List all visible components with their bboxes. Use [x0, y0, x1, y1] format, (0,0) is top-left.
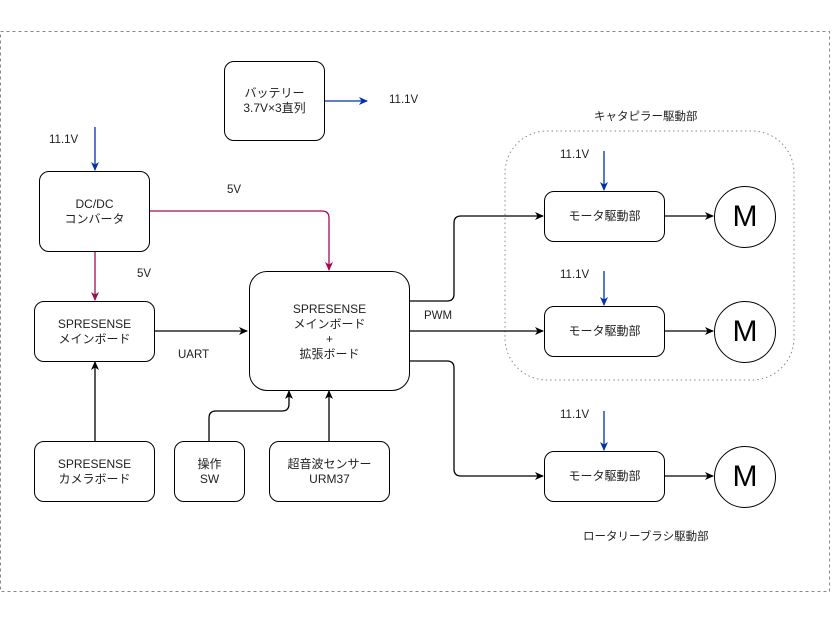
motor-3-label: M — [732, 460, 758, 493]
pwm-to-driver1-arrow — [409, 212, 544, 302]
dcdc-to-ext-arrow — [150, 210, 333, 271]
dcdc-to-main-label: 5V — [137, 268, 152, 280]
spresense-ext-line4: 拡張ボード — [299, 347, 360, 361]
battery-block[interactable]: バッテリー 3.7V×3直列 — [224, 61, 325, 141]
motor-1-label: M — [732, 200, 758, 233]
motor-driver-block-3[interactable]: モータ駆動部 — [544, 451, 665, 502]
switch-to-ext-arrow — [208, 390, 293, 441]
spresense-main-ext-block[interactable]: SPRESENSE メインボード + 拡張ボード — [249, 271, 410, 391]
spresense-camera-line1: SPRESENSE — [57, 456, 132, 471]
switch-line1: 操作 — [197, 456, 222, 471]
motor-driver-block-1[interactable]: モータ駆動部 — [544, 191, 665, 242]
ultrasonic-line2: URM37 — [309, 471, 350, 486]
caterpillar-group-label: キャタピラー駆動部 — [594, 111, 698, 123]
battery-label-line1: バッテリー — [244, 86, 305, 100]
driver3-power-label: 11.1V — [560, 409, 590, 421]
dcdc-to-ext-label: 5V — [227, 184, 242, 196]
outer-frame — [0, 31, 830, 592]
spresense-main-block[interactable]: SPRESENSE メインボード — [34, 301, 155, 362]
pwm-to-driver3-arrow — [409, 360, 544, 480]
dcdc-input-label: 11.1V — [49, 134, 79, 146]
spresense-main-line1: SPRESENSE — [57, 316, 132, 331]
battery-label-line2: 3.7V×3直列 — [243, 101, 306, 115]
spresense-camera-line2: カメラボード — [58, 471, 131, 486]
motor-driver-1-label: モータ駆動部 — [568, 209, 641, 223]
pwm-label: PWM — [424, 310, 453, 322]
dcdc-label-line2: コンバータ — [64, 211, 125, 226]
ultrasonic-sensor-block[interactable]: 超音波センサー URM37 — [269, 441, 390, 502]
switch-line2: SW — [199, 471, 220, 486]
dcdc-label-line1: DC/DC — [75, 196, 114, 211]
motor-2[interactable]: M — [714, 301, 776, 363]
dcdc-converter-block[interactable]: DC/DC コンバータ — [39, 171, 150, 252]
motor-driver-block-2[interactable]: モータ駆動部 — [544, 306, 665, 357]
spresense-ext-line1: SPRESENSE — [292, 302, 367, 316]
switch-block[interactable]: 操作 SW — [174, 441, 245, 502]
spresense-ext-line3: + — [325, 332, 333, 346]
ultrasonic-line1: 超音波センサー — [287, 456, 372, 471]
motor-1[interactable]: M — [714, 186, 776, 248]
spresense-camera-block[interactable]: SPRESENSE カメラボード — [34, 441, 155, 502]
motor-3[interactable]: M — [714, 446, 776, 508]
caterpillar-group-frame — [504, 130, 795, 381]
spresense-main-line2: メインボード — [58, 331, 131, 346]
battery-output-label: 11.1V — [389, 94, 419, 106]
uart-label: UART — [178, 349, 210, 361]
motor-2-label: M — [732, 315, 758, 348]
driver2-power-label: 11.1V — [560, 269, 590, 281]
rotary-brush-group-label: ロータリーブラシ駆動部 — [583, 531, 709, 543]
driver1-power-label: 11.1V — [560, 149, 590, 161]
spresense-ext-line2: メインボード — [293, 317, 366, 331]
motor-driver-3-label: モータ駆動部 — [568, 469, 641, 483]
motor-driver-2-label: モータ駆動部 — [568, 324, 641, 338]
